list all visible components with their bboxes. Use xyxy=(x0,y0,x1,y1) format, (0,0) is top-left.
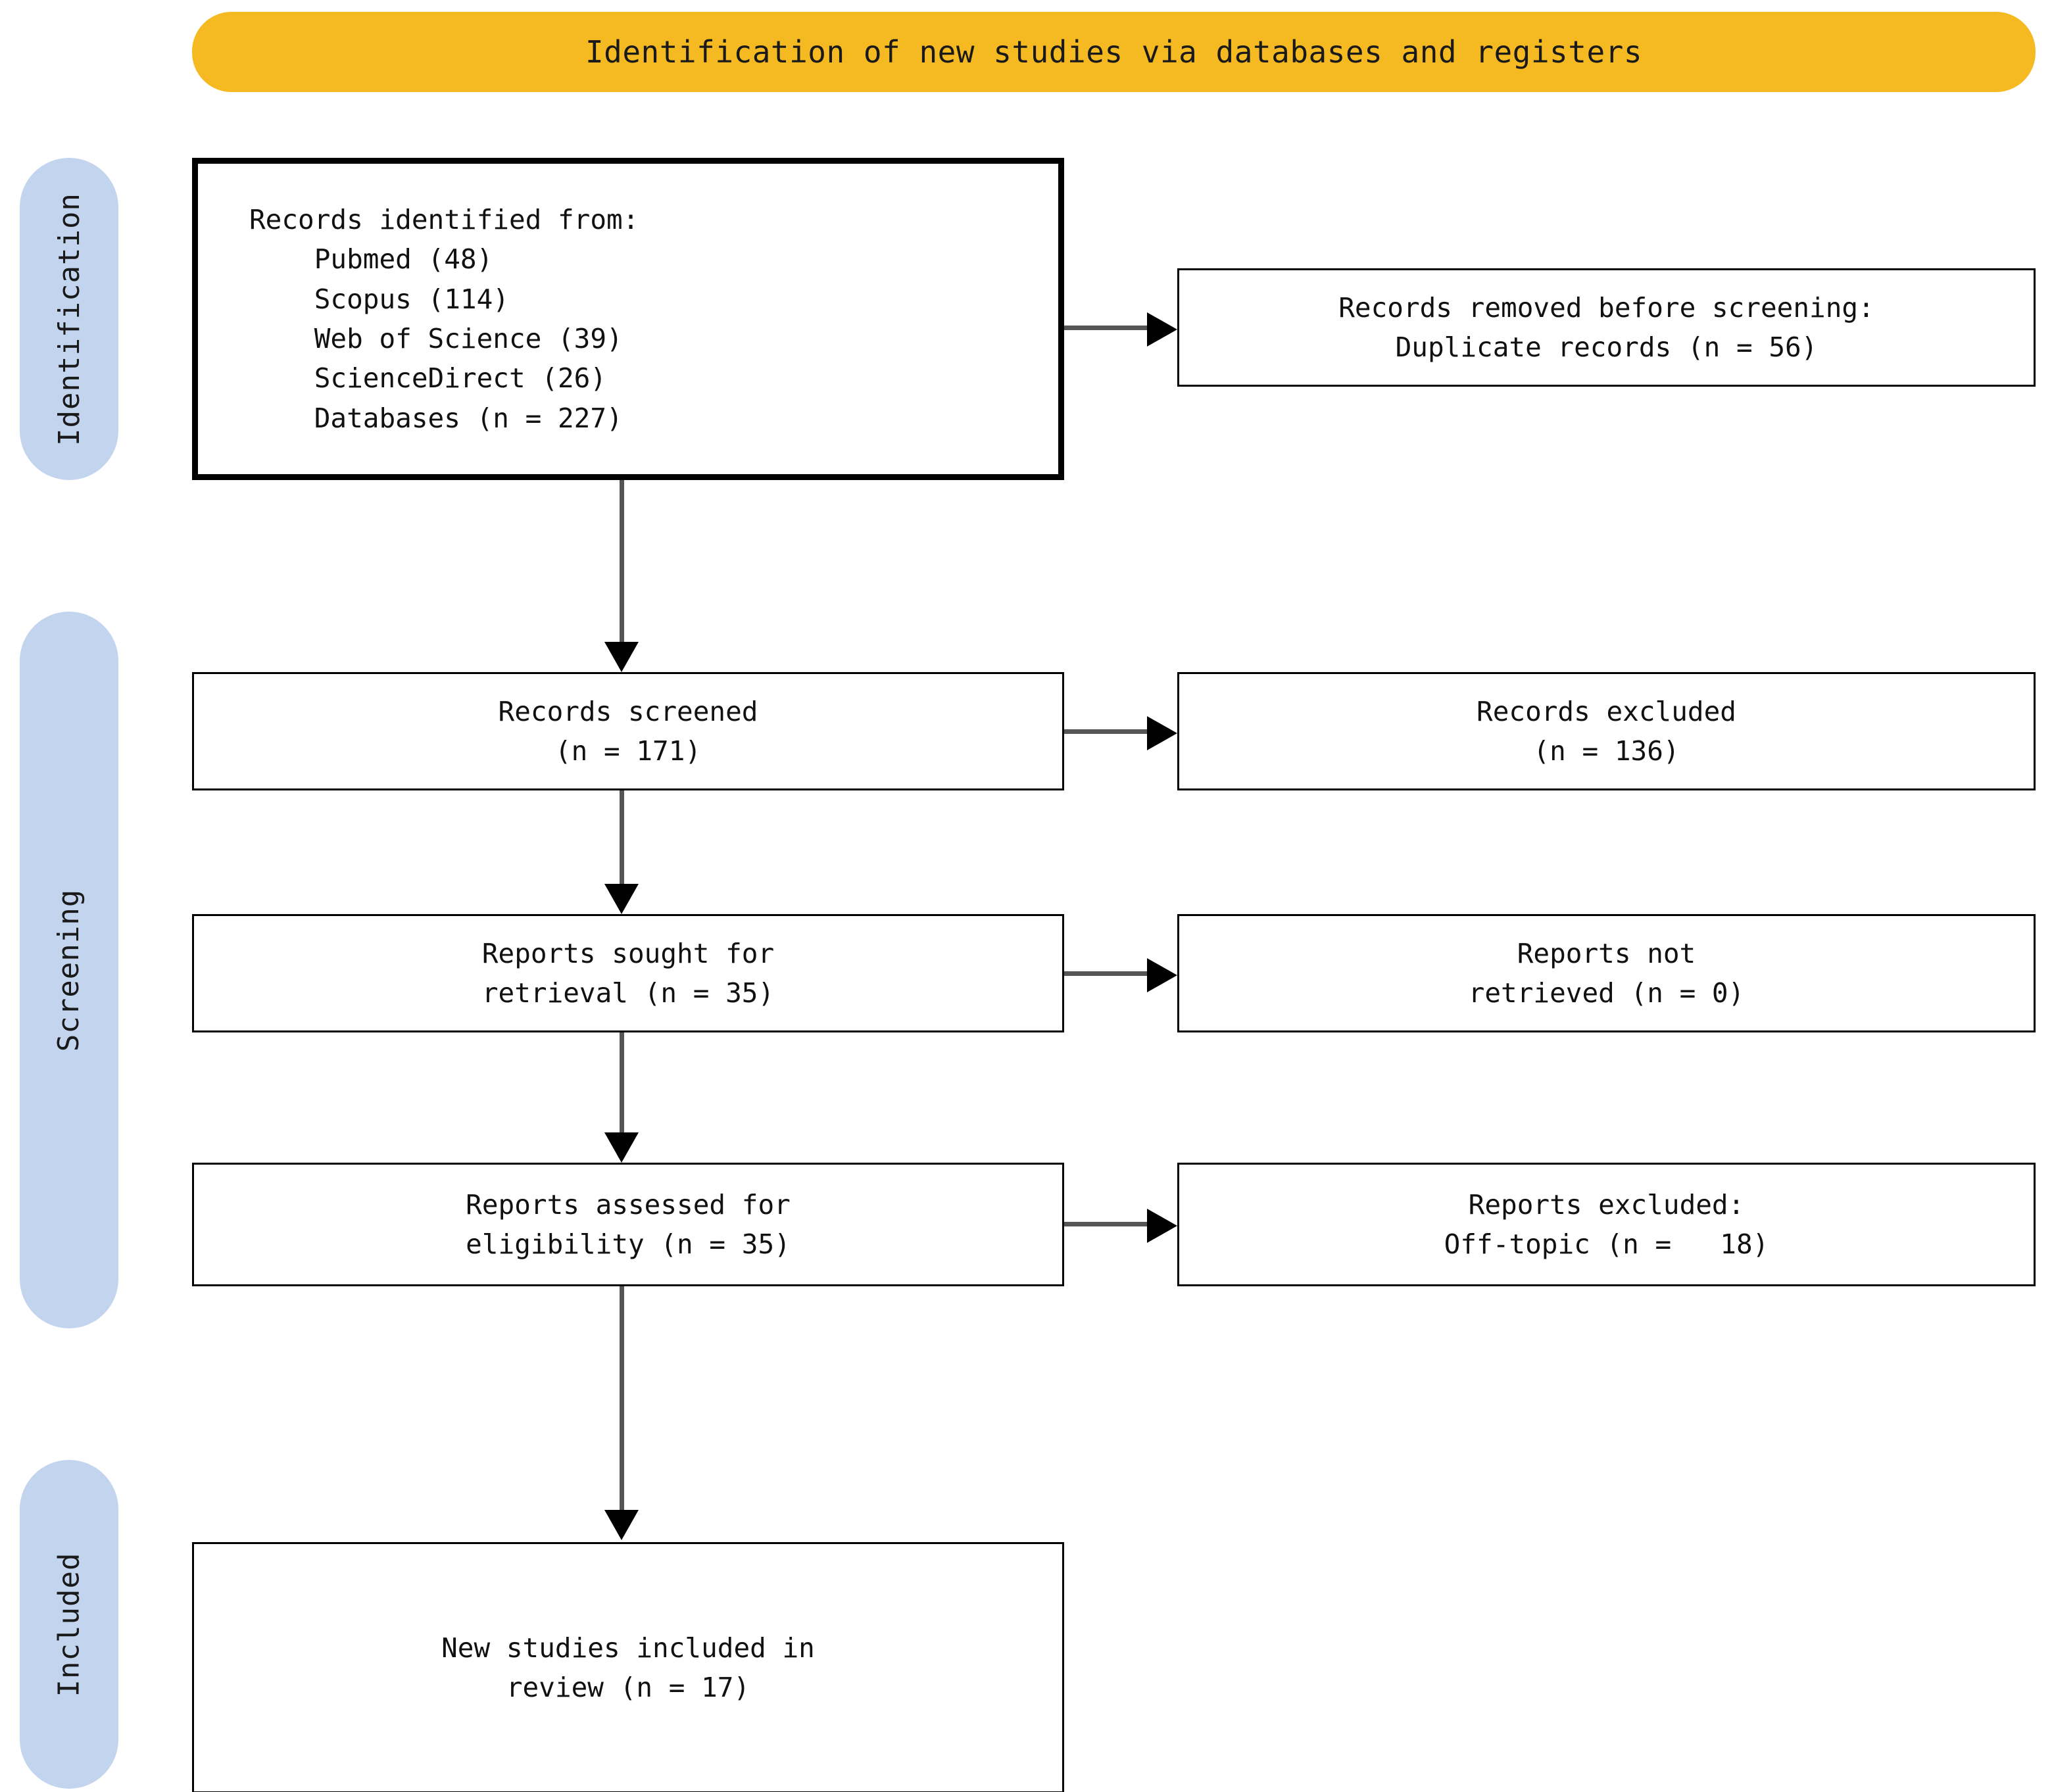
connector-identified-to-screened xyxy=(620,480,624,644)
box-studies-included: New studies included in review (n = 17) xyxy=(192,1542,1064,1792)
arrowhead-assessed-to-included xyxy=(604,1510,639,1540)
box-reports-assessed: Reports assessed for eligibility (n = 35… xyxy=(192,1163,1064,1286)
box-records-identified-text: Records identified from: Pubmed (48) Sco… xyxy=(249,204,639,434)
arrowhead-sought-to-notretrieved xyxy=(1147,958,1177,992)
box-reports-sought: Reports sought for retrieval (n = 35) xyxy=(192,914,1064,1032)
box-records-screened: Records screened (n = 171) xyxy=(192,672,1064,790)
box-reports-excluded-text: Reports excluded: Off-topic (n = 18) xyxy=(1444,1188,1769,1260)
box-reports-excluded: Reports excluded: Off-topic (n = 18) xyxy=(1177,1163,2036,1286)
phase-included-text: Included xyxy=(52,1552,86,1697)
arrowhead-identified-to-screened xyxy=(604,642,639,672)
arrowhead-sought-to-assessed xyxy=(604,1132,639,1163)
phase-label-identification: Identification xyxy=(20,158,118,480)
box-reports-not-retrieved-text: Reports not retrieved (n = 0) xyxy=(1468,937,1745,1009)
box-records-removed-text: Records removed before screening: Duplic… xyxy=(1338,291,1874,363)
connector-sought-to-notretrieved xyxy=(1064,971,1150,976)
phase-label-screening: Screening xyxy=(20,612,118,1328)
connector-screened-to-sought xyxy=(620,790,624,888)
diagram-title-banner: Identification of new studies via databa… xyxy=(192,12,2036,92)
arrowhead-screened-to-sought xyxy=(604,884,639,914)
box-records-screened-text: Records screened (n = 171) xyxy=(498,695,758,767)
box-reports-not-retrieved: Reports not retrieved (n = 0) xyxy=(1177,914,2036,1032)
phase-label-included: Included xyxy=(20,1460,118,1789)
arrowhead-assessed-to-repexcluded xyxy=(1147,1209,1177,1243)
connector-screened-to-excluded xyxy=(1064,729,1150,734)
box-reports-sought-text: Reports sought for retrieval (n = 35) xyxy=(481,937,775,1009)
box-records-excluded-text: Records excluded (n = 136) xyxy=(1477,695,1736,767)
phase-identification-text: Identification xyxy=(52,192,86,446)
arrowhead-identified-to-removed xyxy=(1147,312,1177,347)
phase-screening-text: Screening xyxy=(52,888,86,1052)
box-studies-included-text: New studies included in review (n = 17) xyxy=(441,1632,815,1703)
connector-identified-to-removed xyxy=(1064,326,1150,330)
connector-assessed-to-repexcluded xyxy=(1064,1222,1150,1226)
box-records-removed: Records removed before screening: Duplic… xyxy=(1177,268,2036,387)
box-reports-assessed-text: Reports assessed for eligibility (n = 35… xyxy=(466,1188,791,1260)
diagram-title: Identification of new studies via databa… xyxy=(585,34,1643,70)
connector-assessed-to-included xyxy=(620,1286,624,1513)
arrowhead-screened-to-excluded xyxy=(1147,716,1177,750)
box-records-excluded: Records excluded (n = 136) xyxy=(1177,672,2036,790)
connector-sought-to-assessed xyxy=(620,1032,624,1136)
box-records-identified: Records identified from: Pubmed (48) Sco… xyxy=(192,158,1064,480)
